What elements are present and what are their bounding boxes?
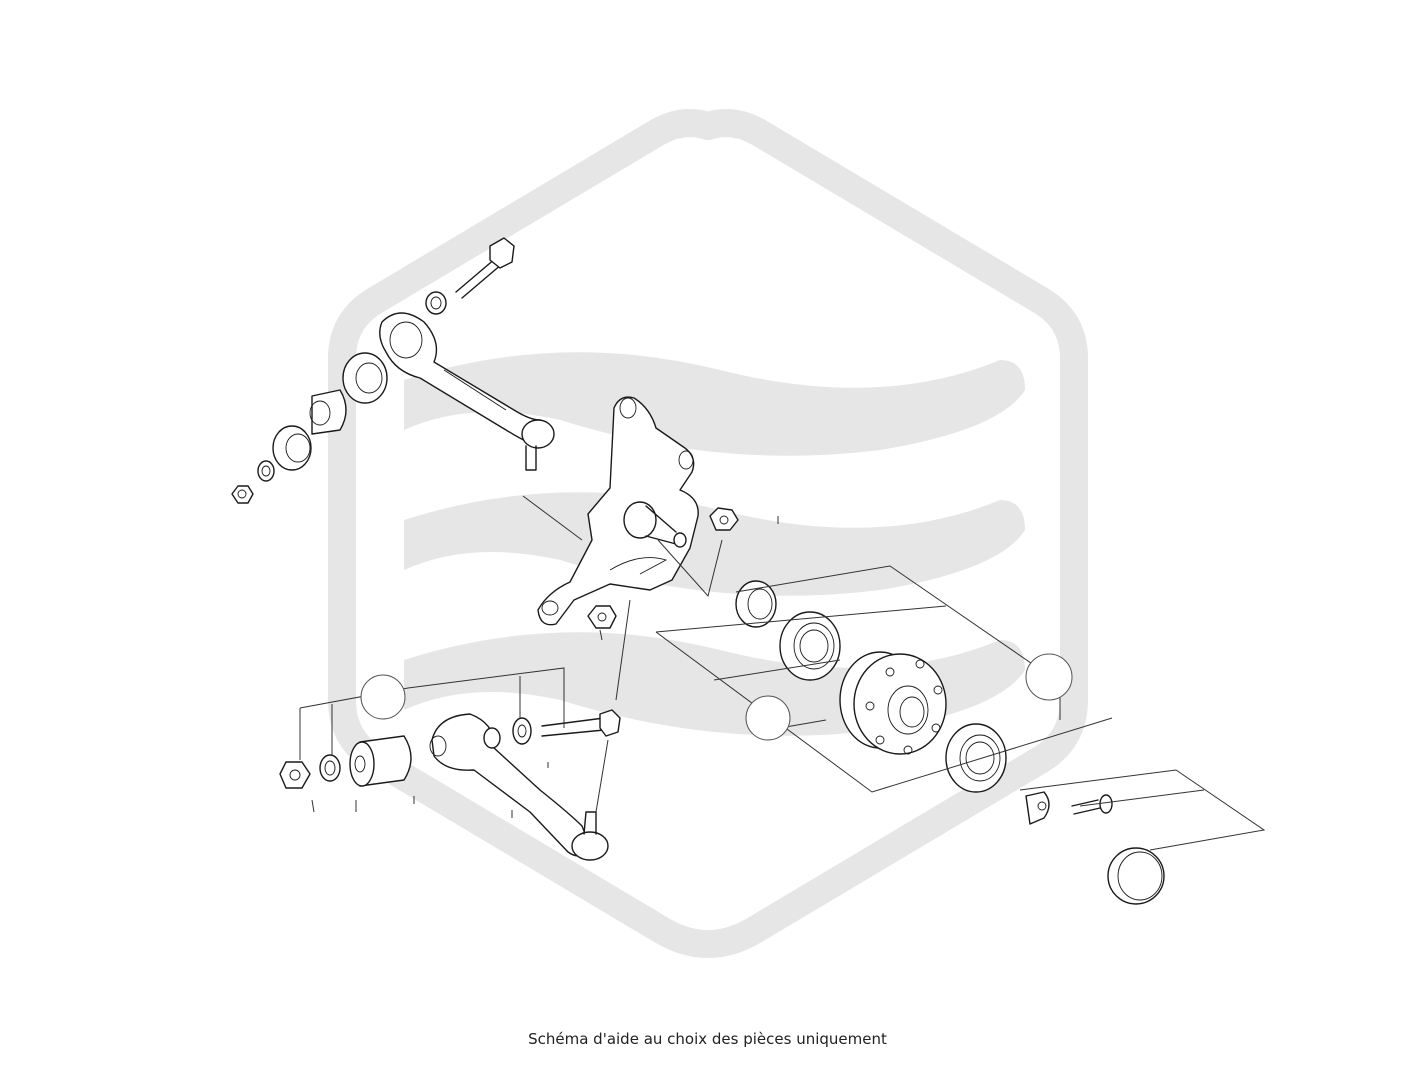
steering-knuckle: [537, 396, 699, 626]
knuckle-nut-right: [709, 507, 739, 531]
lower-nut: [279, 761, 311, 789]
watermark-logo: [328, 109, 1088, 958]
callout-lower-arm-group[interactable]: [360, 674, 406, 720]
lower-rubber-bushing: [349, 735, 412, 787]
outer-wheel-bearing: [945, 723, 1007, 793]
upper-washer-top: [425, 291, 447, 315]
hub-dust-cap: [1107, 847, 1165, 905]
upper-control-arm: [379, 312, 555, 471]
lower-washer: [319, 754, 341, 782]
inner-wheel-bearing: [779, 611, 841, 681]
lower-washer-top: [512, 717, 532, 745]
upper-long-bolt: [455, 237, 515, 299]
upper-bushing-cup: [272, 425, 312, 471]
knuckle-nut-bottom: [587, 605, 617, 629]
callout-hub-cap-group[interactable]: [1025, 653, 1073, 701]
upper-washer-small: [257, 460, 275, 482]
clamp-screw: [1071, 794, 1113, 815]
upper-bushing-ring: [342, 352, 388, 404]
upper-rubber-bushing: [309, 389, 347, 435]
seal-ring: [735, 580, 777, 628]
lower-control-arm: [429, 713, 609, 861]
diagram-caption: Schéma d'aide au choix des pièces unique…: [528, 1030, 887, 1048]
lower-long-bolt: [541, 709, 621, 737]
wheel-hub: [839, 651, 947, 755]
callout-hub-bearing-group[interactable]: [745, 695, 791, 741]
upper-nut: [231, 485, 254, 504]
clamp-nut: [1025, 791, 1050, 825]
